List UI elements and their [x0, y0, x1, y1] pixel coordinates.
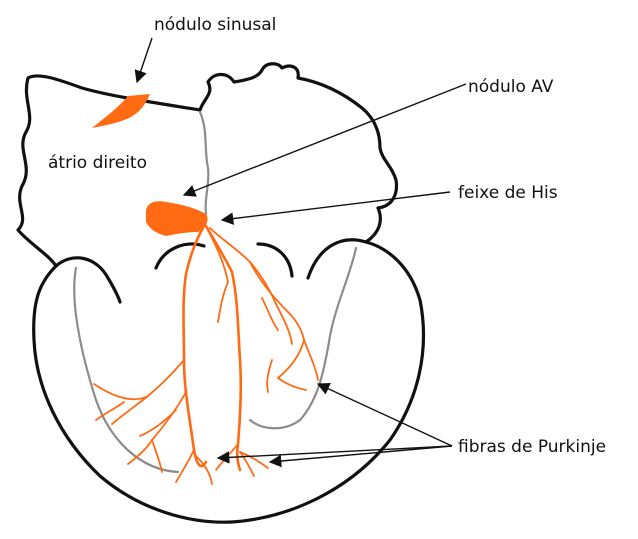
- purkinje-fiber: [94, 360, 184, 399]
- his-bundle-leader: [222, 192, 450, 220]
- tricuspid-arc: [56, 258, 120, 302]
- mitral-arc: [156, 244, 204, 268]
- purkinje-fiber: [218, 282, 228, 322]
- sa-node-leader: [137, 38, 152, 82]
- sa-node: [92, 94, 150, 128]
- right-atrium-label: átrio direito: [48, 153, 147, 173]
- av-node: [146, 201, 208, 236]
- purkinje-fiber: [176, 450, 194, 482]
- purkinje-fiber: [278, 378, 306, 390]
- aortic-arc: [258, 244, 292, 276]
- purkinje-fiber: [112, 396, 148, 424]
- text-labels: nódulo sinusal nódulo AV átrio direito f…: [48, 15, 606, 457]
- av-node-label: nódulo AV: [468, 77, 554, 97]
- av-node-leader: [184, 84, 466, 195]
- purkinje-fiber: [304, 340, 318, 380]
- his-bundle-and-purkinje-fibers: [94, 226, 318, 484]
- sa-node-label: nódulo sinusal: [154, 15, 276, 35]
- right-ventricle-inner-wall: [74, 268, 178, 472]
- purkinje-label: fibras de Purkinje: [458, 437, 606, 457]
- purkinje-fiber: [210, 228, 276, 304]
- left-bundle-branch: [184, 226, 207, 466]
- purkinje-fiber: [208, 230, 228, 282]
- purkinje-fiber: [240, 452, 268, 468]
- interatrial-septum: [200, 112, 208, 214]
- his-bundle-label: feixe de His: [458, 183, 558, 203]
- left-atrium-outline: [200, 64, 396, 242]
- purkinje-leader-1: [318, 384, 452, 446]
- purkinje-fiber: [276, 304, 292, 344]
- purkinje-fiber: [196, 456, 212, 484]
- purkinje-fiber: [278, 340, 304, 378]
- purkinje-fiber: [267, 360, 272, 392]
